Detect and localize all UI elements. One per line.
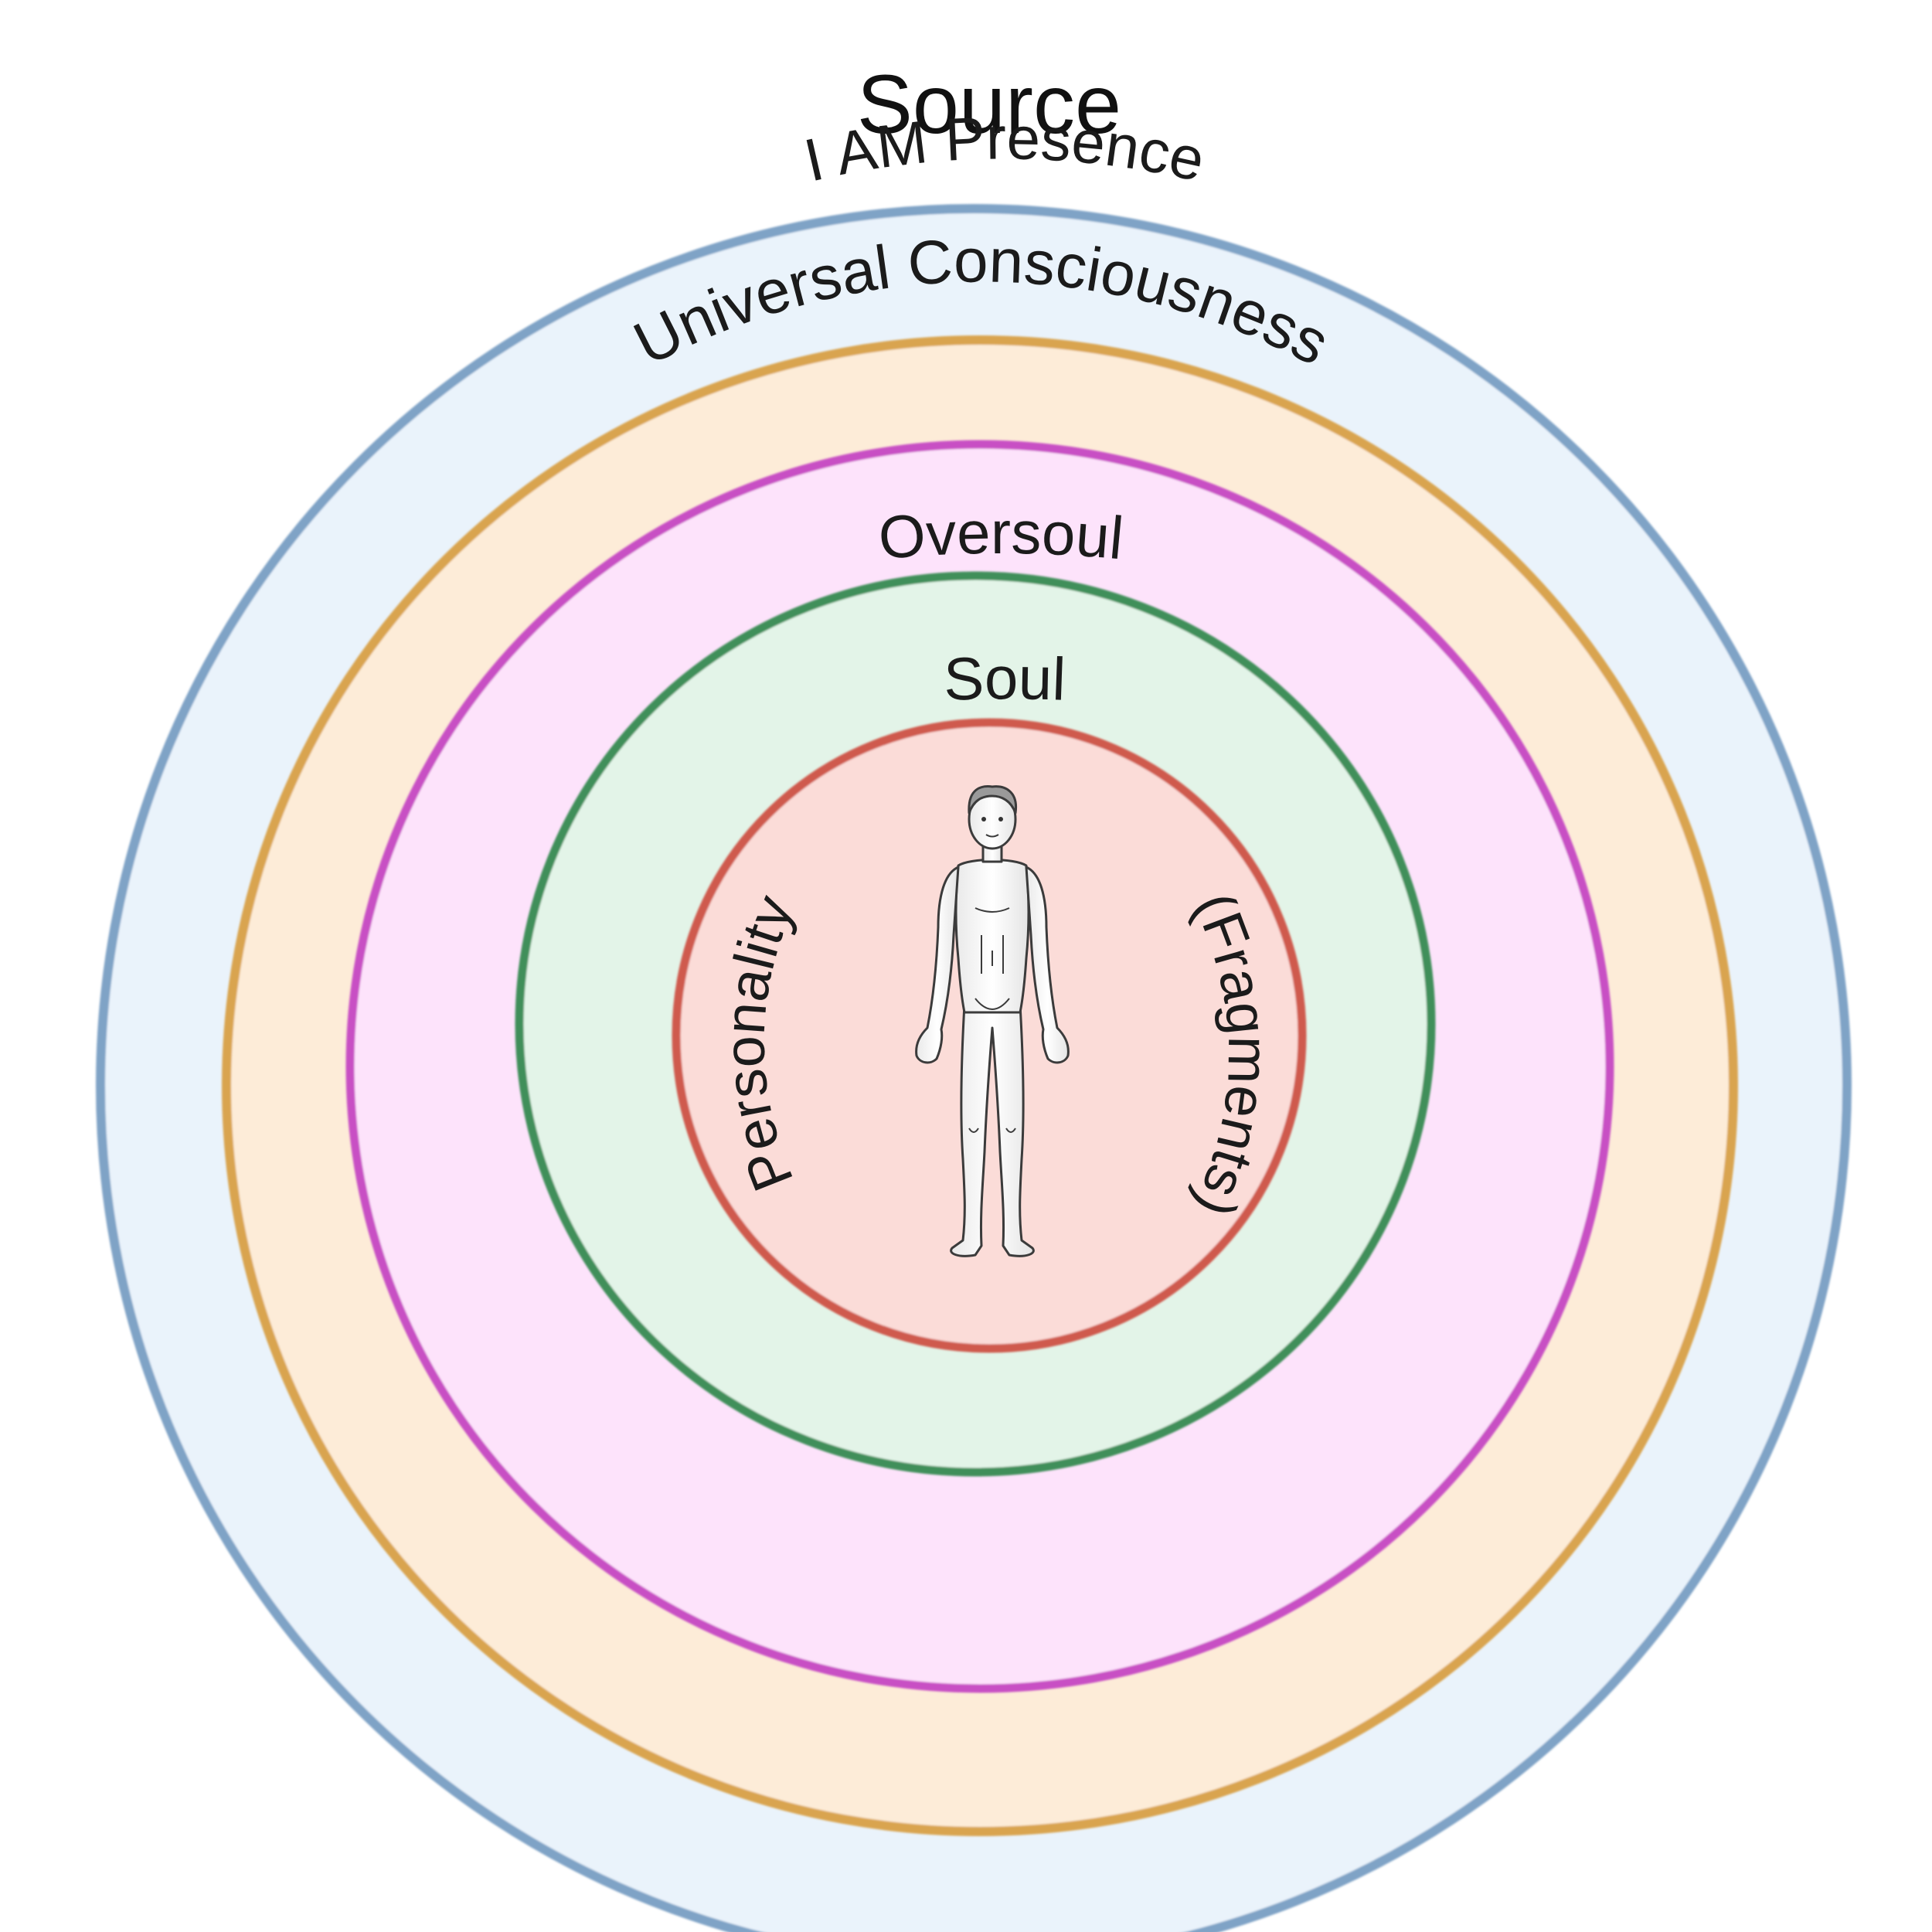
label-soul: Soul	[943, 644, 1066, 713]
human-body-figure	[915, 785, 1070, 1257]
label-oversoul: Oversoul	[876, 498, 1127, 573]
label-i-am-presence: I AM Presence	[798, 104, 1211, 194]
label-source: Source	[857, 57, 1121, 151]
